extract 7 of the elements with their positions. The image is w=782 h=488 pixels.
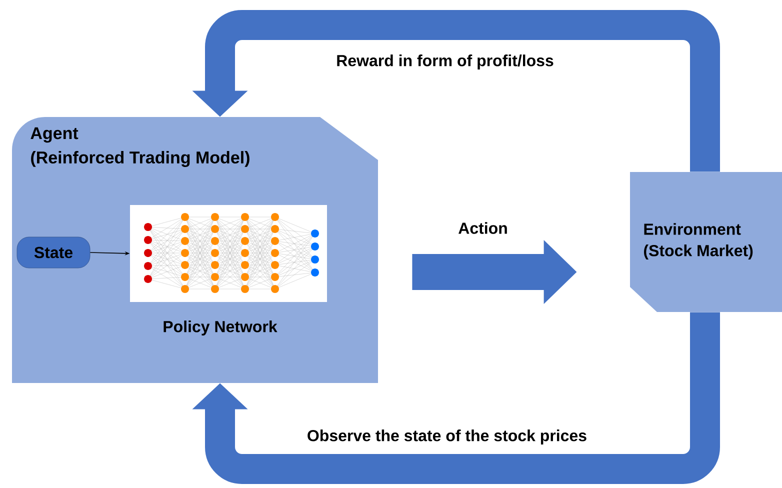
network-label: Policy Network bbox=[164, 320, 278, 336]
environment-box: Environment (Stock Market) bbox=[630, 172, 782, 312]
edge-label: Action bbox=[457, 221, 509, 235]
edge-label: Observe the state of the stock prices bbox=[306, 428, 588, 446]
edge-label: Reward in form of profit/loss bbox=[335, 54, 555, 70]
block-arrow bbox=[192, 312, 720, 484]
state-box: State bbox=[16, 236, 90, 268]
